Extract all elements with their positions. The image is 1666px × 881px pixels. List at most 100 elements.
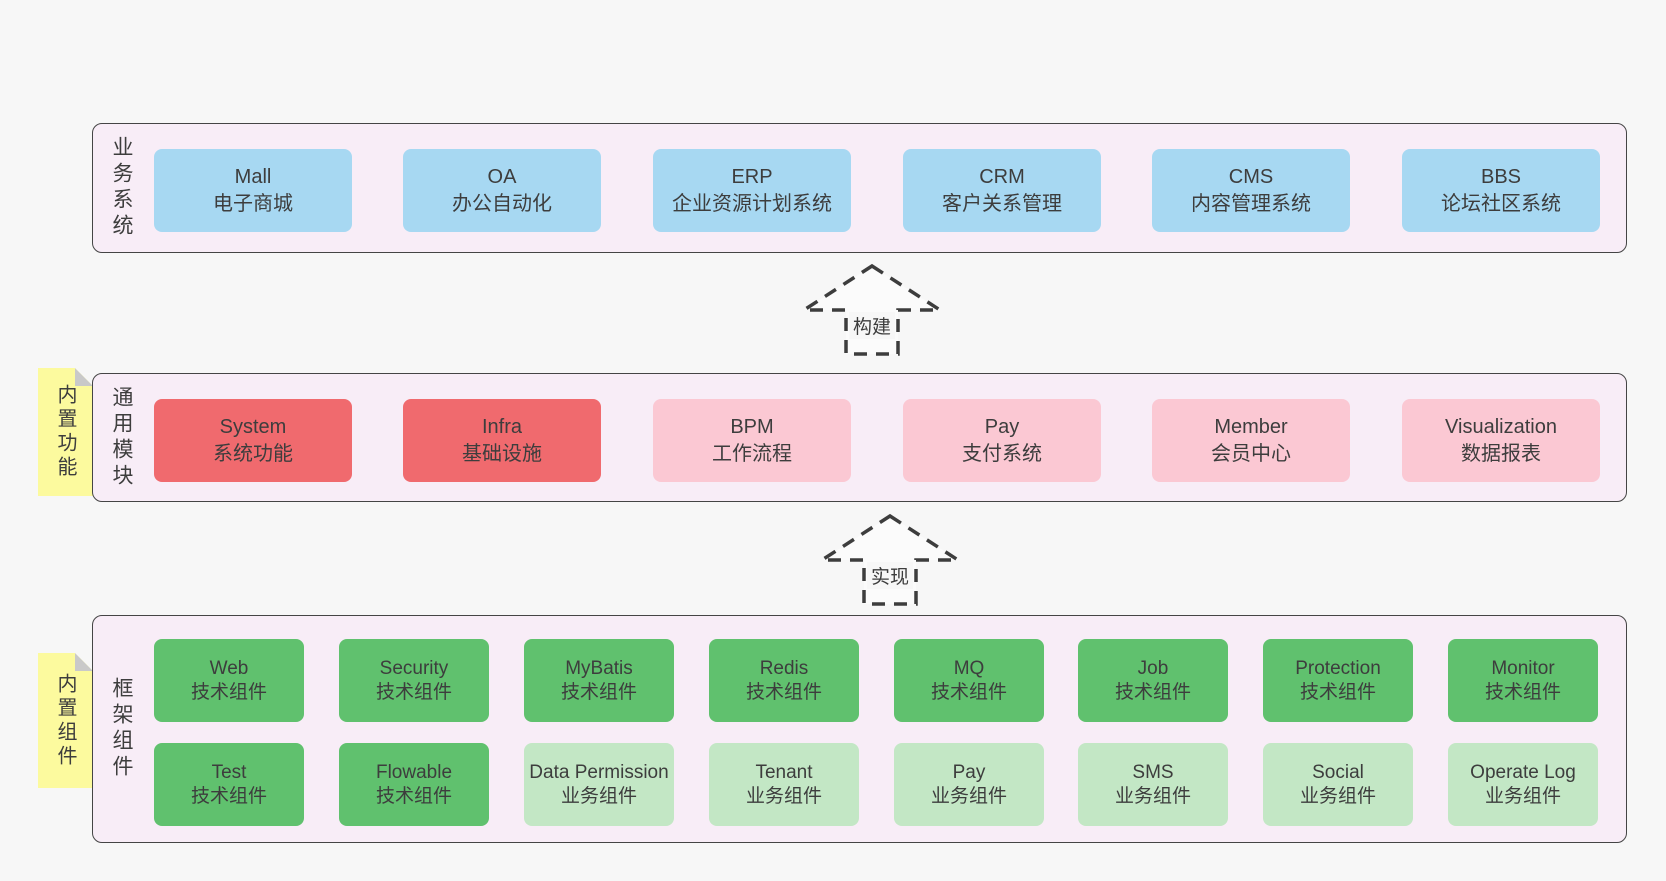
card-social: Social 业务组件 (1263, 743, 1413, 826)
card-subtitle: 客户关系管理 (942, 192, 1062, 215)
card-title: SMS (1132, 761, 1174, 783)
card-bbs: BBS 论坛社区系统 (1402, 149, 1600, 232)
card-title: Operate Log (1470, 761, 1576, 783)
card-title: System (219, 415, 287, 438)
tag-built-in-features: 内置功能 (38, 368, 93, 496)
card-subtitle: 技术组件 (1299, 681, 1376, 703)
card-web: Web 技术组件 (154, 639, 304, 722)
card-security: Security 技术组件 (339, 639, 489, 722)
card-mq: MQ 技术组件 (894, 639, 1044, 722)
card-subtitle: 技术组件 (930, 681, 1007, 703)
card-job: Job 技术组件 (1078, 639, 1228, 722)
card-mybatis: MyBatis 技术组件 (524, 639, 674, 722)
card-crm: CRM 客户关系管理 (903, 149, 1101, 232)
card-subtitle: 论坛社区系统 (1441, 192, 1561, 215)
card-title: Visualization (1445, 415, 1557, 438)
card-subtitle: 技术组件 (745, 681, 822, 703)
arrow-build-label: 构建 (848, 312, 896, 339)
card-title: BBS (1480, 165, 1522, 188)
card-protection: Protection 技术组件 (1263, 639, 1413, 722)
dashed-up-arrow-implement: 实现 (810, 512, 970, 608)
card-subtitle: 办公自动化 (452, 192, 552, 215)
card-title: Mall (234, 165, 272, 188)
card-title: MyBatis (565, 657, 633, 679)
section-label-common-modules: 通用模块 (110, 385, 133, 490)
card-subtitle: 基础设施 (462, 442, 542, 465)
tag-built-in-components: 内置组件 (38, 653, 93, 788)
card-mall: Mall 电子商城 (154, 149, 352, 232)
card-title: MQ (953, 657, 985, 679)
card-subtitle: 技术组件 (1484, 681, 1561, 703)
card-subtitle: 技术组件 (190, 681, 267, 703)
card-pay-biz: Pay 业务组件 (894, 743, 1044, 826)
card-oa: OA 办公自动化 (403, 149, 601, 232)
card-monitor: Monitor 技术组件 (1448, 639, 1598, 722)
card-title: Tenant (755, 761, 813, 783)
card-subtitle: 电子商城 (213, 192, 293, 215)
card-data-permission: Data Permission 业务组件 (524, 743, 674, 826)
card-subtitle: 业务组件 (930, 785, 1007, 807)
card-title: Pay (984, 415, 1020, 438)
card-subtitle: 系统功能 (213, 442, 293, 465)
card-title: OA (487, 165, 517, 188)
card-member: Member 会员中心 (1152, 399, 1350, 482)
section-label-framework-components: 框架组件 (110, 677, 133, 781)
card-tenant: Tenant 业务组件 (709, 743, 859, 826)
dashed-up-arrow-build: 构建 (792, 262, 952, 358)
card-title: Infra (481, 415, 523, 438)
card-title: CRM (979, 165, 1025, 188)
card-title: Monitor (1491, 657, 1555, 679)
card-subtitle: 工作流程 (712, 442, 792, 465)
card-title: ERP (731, 165, 773, 188)
card-operate-log: Operate Log 业务组件 (1448, 743, 1598, 826)
card-title: CMS (1228, 165, 1274, 188)
card-subtitle: 技术组件 (375, 785, 452, 807)
card-title: Flowable (375, 761, 453, 783)
card-erp: ERP 企业资源计划系统 (653, 149, 851, 232)
card-subtitle: 技术组件 (375, 681, 452, 703)
card-pay: Pay 支付系统 (903, 399, 1101, 482)
card-visualization: Visualization 数据报表 (1402, 399, 1600, 482)
arrow-implement-label: 实现 (866, 562, 914, 589)
card-test: Test 技术组件 (154, 743, 304, 826)
card-title: Test (211, 761, 247, 783)
card-infra: Infra 基础设施 (403, 399, 601, 482)
card-subtitle: 支付系统 (962, 442, 1042, 465)
up-arrow-icon (798, 263, 946, 356)
card-subtitle: 技术组件 (560, 681, 637, 703)
card-system: System 系统功能 (154, 399, 352, 482)
tag-text: 内置功能 (54, 384, 76, 480)
section-framework-components: 框架组件 Web 技术组件 Security 技术组件 MyBatis 技术组件… (92, 615, 1627, 843)
card-subtitle: 数据报表 (1461, 442, 1541, 465)
up-arrow-icon (816, 513, 964, 606)
folded-corner-icon (75, 653, 93, 671)
card-title: Social (1312, 761, 1364, 783)
card-title: Pay (952, 761, 986, 783)
card-subtitle: 业务组件 (1484, 785, 1561, 807)
card-bpm: BPM 工作流程 (653, 399, 851, 482)
card-subtitle: 业务组件 (745, 785, 822, 807)
card-title: Member (1214, 415, 1288, 438)
card-title: Security (379, 657, 449, 679)
card-subtitle: 会员中心 (1211, 442, 1291, 465)
folded-corner-icon (75, 368, 93, 386)
card-title: Job (1137, 657, 1169, 679)
card-subtitle: 业务组件 (1299, 785, 1376, 807)
card-subtitle: 业务组件 (1114, 785, 1191, 807)
section-business-systems: 业务系统 Mall 电子商城 OA 办公自动化 ERP 企业资源计划系统 CRM… (92, 123, 1627, 253)
card-title: Redis (759, 657, 809, 679)
card-title: Web (209, 657, 249, 679)
card-subtitle: 技术组件 (190, 785, 267, 807)
card-sms: SMS 业务组件 (1078, 743, 1228, 826)
tag-text: 内置组件 (54, 672, 76, 769)
card-subtitle: 业务组件 (560, 785, 637, 807)
card-subtitle: 内容管理系统 (1191, 192, 1311, 215)
card-subtitle: 企业资源计划系统 (672, 192, 832, 215)
card-title: Protection (1295, 657, 1381, 679)
card-flowable: Flowable 技术组件 (339, 743, 489, 826)
card-title: Data Permission (529, 761, 669, 783)
card-title: BPM (730, 415, 774, 438)
card-subtitle: 技术组件 (1114, 681, 1191, 703)
card-cms: CMS 内容管理系统 (1152, 149, 1350, 232)
section-label-business-systems: 业务系统 (110, 136, 133, 240)
